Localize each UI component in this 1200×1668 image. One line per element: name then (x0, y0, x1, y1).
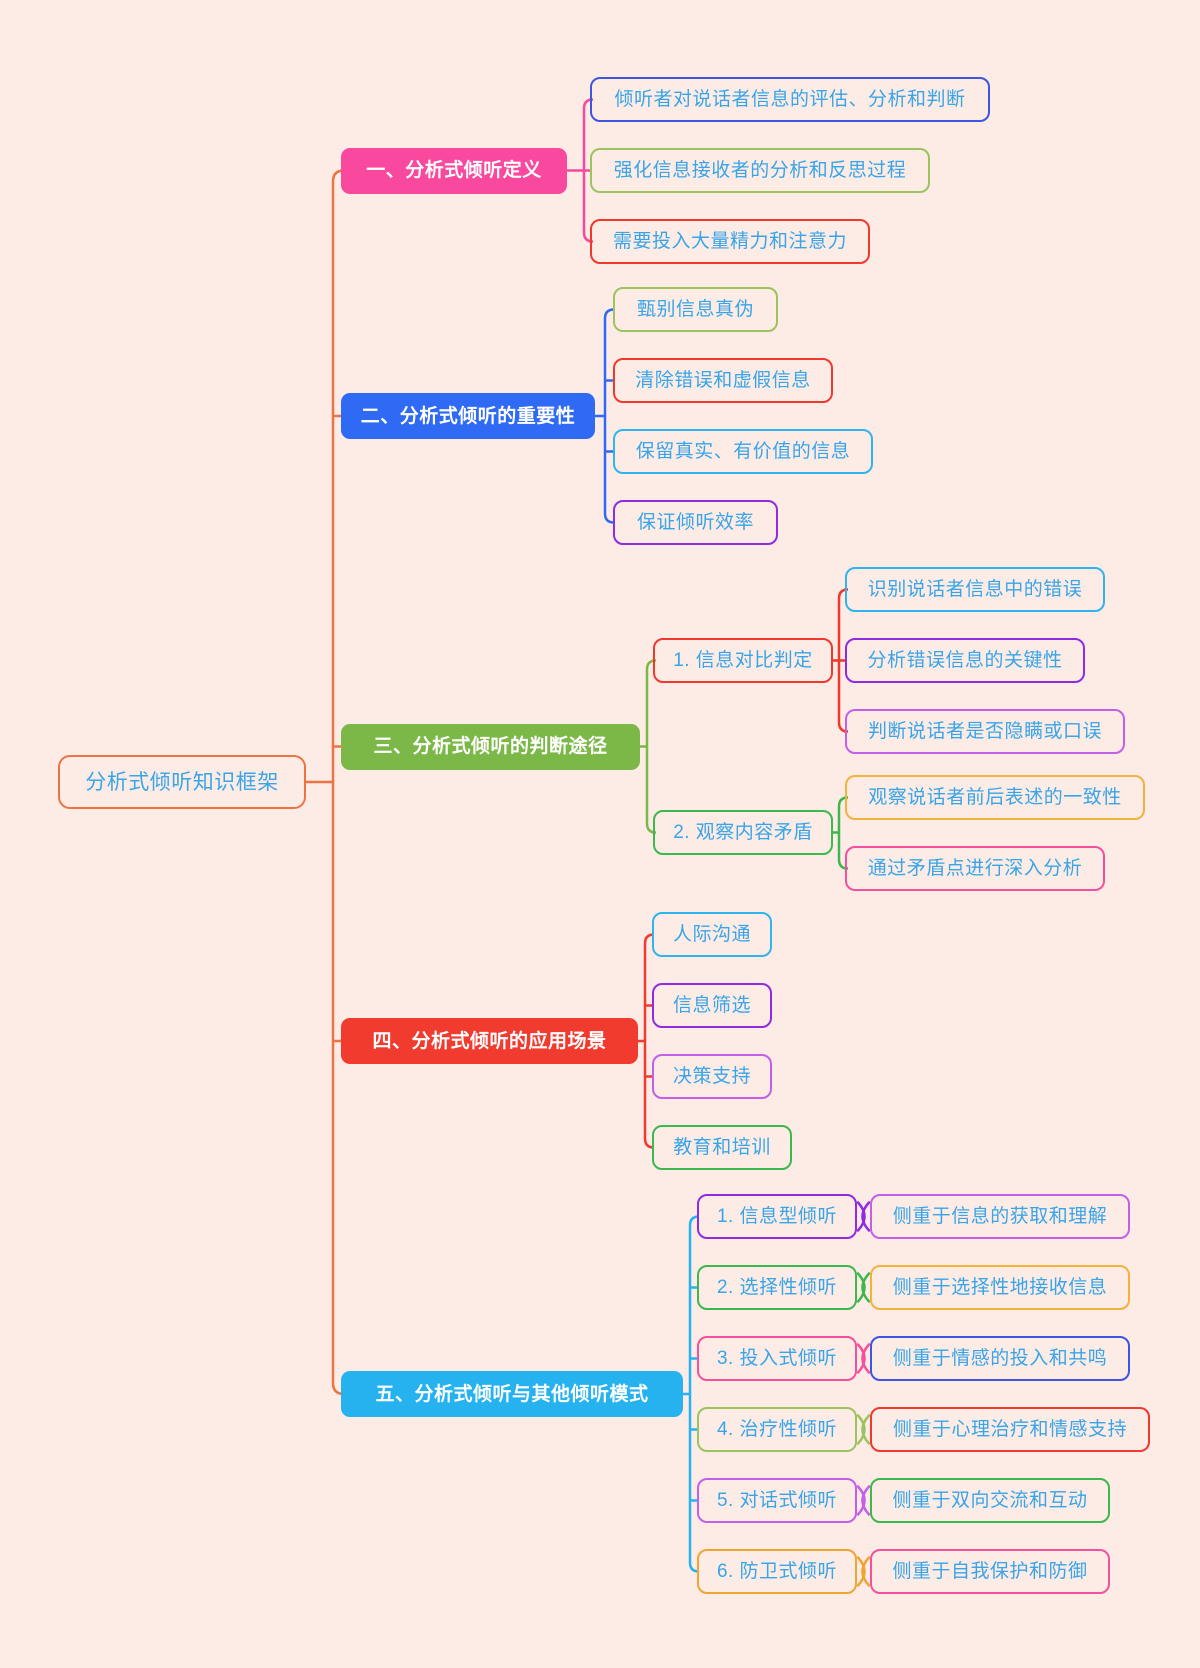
node-2-1[interactable]: 甄别信息真伪 (613, 287, 778, 332)
node-5-2[interactable]: 2. 选择性倾听 (697, 1265, 857, 1310)
node-5-6[interactable]: 6. 防卫式倾听 (697, 1549, 857, 1594)
root-node[interactable]: 分析式倾听知识框架 (58, 755, 306, 809)
node-4-4[interactable]: 教育和培训 (652, 1125, 792, 1170)
node-3-1-3[interactable]: 判断说话者是否隐瞒或口误 (845, 709, 1125, 754)
node-3-1[interactable]: 1. 信息对比判定 (653, 638, 833, 683)
branch-1[interactable]: 一、分析式倾听定义 (341, 147, 567, 194)
node-5-1[interactable]: 1. 信息型倾听 (697, 1194, 857, 1239)
node-1-3[interactable]: 需要投入大量精力和注意力 (590, 219, 870, 264)
node-2-3[interactable]: 保留真实、有价值的信息 (613, 429, 873, 474)
node-1-2[interactable]: 强化信息接收者的分析和反思过程 (590, 148, 930, 193)
node-5-6-detail[interactable]: 侧重于自我保护和防御 (870, 1549, 1110, 1594)
node-4-2[interactable]: 信息筛选 (652, 983, 772, 1028)
branch-2[interactable]: 二、分析式倾听的重要性 (341, 393, 595, 439)
node-5-4-detail[interactable]: 侧重于心理治疗和情感支持 (870, 1407, 1150, 1452)
node-5-3-detail[interactable]: 侧重于情感的投入和共鸣 (870, 1336, 1130, 1381)
node-5-3[interactable]: 3. 投入式倾听 (697, 1336, 857, 1381)
node-3-2-2[interactable]: 通过矛盾点进行深入分析 (845, 846, 1105, 891)
node-3-1-1[interactable]: 识别说话者信息中的错误 (845, 567, 1105, 612)
branch-3[interactable]: 三、分析式倾听的判断途径 (341, 723, 640, 770)
node-3-1-2[interactable]: 分析错误信息的关键性 (845, 638, 1085, 683)
node-1-1[interactable]: 倾听者对说话者信息的评估、分析和判断 (590, 77, 990, 122)
branch-5[interactable]: 五、分析式倾听与其他倾听模式 (341, 1371, 683, 1417)
branch-4[interactable]: 四、分析式倾听的应用场景 (341, 1018, 638, 1064)
node-4-1[interactable]: 人际沟通 (652, 912, 772, 957)
node-5-4[interactable]: 4. 治疗性倾听 (697, 1407, 857, 1452)
node-3-2[interactable]: 2. 观察内容矛盾 (653, 810, 833, 855)
node-5-5[interactable]: 5. 对话式倾听 (697, 1478, 857, 1523)
node-3-2-1[interactable]: 观察说话者前后表述的一致性 (845, 775, 1145, 820)
node-2-2[interactable]: 清除错误和虚假信息 (613, 358, 833, 403)
node-5-1-detail[interactable]: 侧重于信息的获取和理解 (870, 1194, 1130, 1239)
node-5-5-detail[interactable]: 侧重于双向交流和互动 (870, 1478, 1110, 1523)
node-4-3[interactable]: 决策支持 (652, 1054, 772, 1099)
node-5-2-detail[interactable]: 侧重于选择性地接收信息 (870, 1265, 1130, 1310)
node-2-4[interactable]: 保证倾听效率 (613, 500, 778, 545)
